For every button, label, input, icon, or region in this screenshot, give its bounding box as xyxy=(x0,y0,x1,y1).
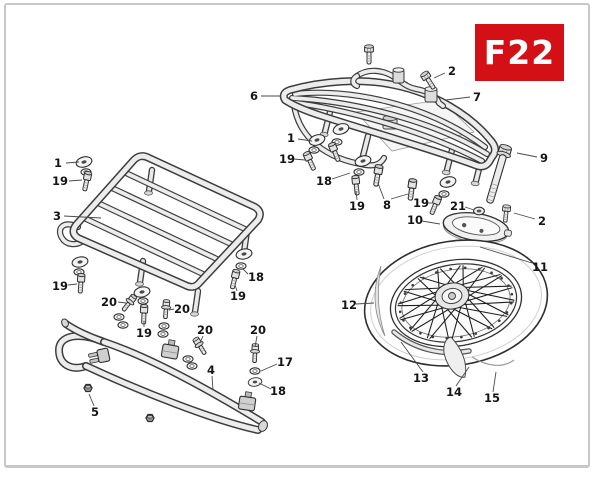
bar-end-cap xyxy=(258,420,268,432)
callout-6: 6 xyxy=(250,89,280,103)
callout-number: 18 xyxy=(270,384,286,398)
hub-cover-plate[interactable] xyxy=(441,209,514,248)
spoked-wheel-assembly[interactable] xyxy=(355,227,556,378)
tire-edge-detail xyxy=(471,356,515,366)
callout-number: 19 xyxy=(413,196,429,210)
cap-nut xyxy=(145,413,155,423)
callout-number: 18 xyxy=(248,270,264,284)
page-code-text: F22 xyxy=(483,33,556,72)
callout-9: 9 xyxy=(516,151,548,165)
callout-number: 14 xyxy=(446,385,462,399)
callout-10: 10 xyxy=(407,213,441,227)
callout-number: 20 xyxy=(101,295,117,309)
callout-17: 17 xyxy=(260,355,293,372)
callout-18: 18 xyxy=(258,382,286,398)
hub-nut xyxy=(473,206,485,216)
callout-number: 7 xyxy=(473,90,481,104)
callout-19: 19 xyxy=(413,196,433,210)
callout-12: 12 xyxy=(341,298,375,312)
callout-number: 6 xyxy=(250,89,258,103)
callout-7: 7 xyxy=(445,90,481,104)
callout-number: 20 xyxy=(174,302,190,316)
callout-2: 2 xyxy=(513,212,546,228)
long-hex-bolt[interactable] xyxy=(483,143,514,205)
rim-flap xyxy=(443,336,467,378)
callout-number: 17 xyxy=(277,355,293,369)
bar-clamp xyxy=(160,339,180,360)
callout-19: 19 xyxy=(230,284,246,303)
callout-number: 8 xyxy=(383,198,391,212)
callout-19: 19 xyxy=(52,279,78,293)
callout-number: 19 xyxy=(136,326,152,340)
callout-number: 1 xyxy=(54,156,62,170)
callout-3: 3 xyxy=(53,209,102,223)
hex-bolt xyxy=(364,44,374,65)
page-code-badge: F22 xyxy=(475,24,564,81)
callout-number: 3 xyxy=(53,209,61,223)
callout-1: 1 xyxy=(54,156,80,170)
callout-number: 13 xyxy=(413,371,429,385)
callout-number: 12 xyxy=(341,298,357,312)
callout-number: 1 xyxy=(287,131,295,145)
callout-8: 8 xyxy=(377,182,409,212)
callout-number: 2 xyxy=(448,64,456,78)
callout-number: 15 xyxy=(484,391,500,405)
rear-luggage-rack[interactable] xyxy=(56,152,264,316)
callout-number: 10 xyxy=(407,213,423,227)
callout-20: 20 xyxy=(250,323,266,348)
callout-15: 15 xyxy=(484,371,500,405)
callout-11: 11 xyxy=(479,246,548,274)
callout-14: 14 xyxy=(446,366,470,399)
callout-number: 5 xyxy=(91,405,99,419)
callout-19: 19 xyxy=(349,190,365,213)
callout-13: 13 xyxy=(400,341,429,385)
top-carrier-rack[interactable] xyxy=(279,77,499,186)
callout-5: 5 xyxy=(88,393,99,419)
callout-19: 19 xyxy=(52,174,83,188)
bar-foot-mount xyxy=(88,347,111,364)
callout-number: 4 xyxy=(207,363,215,377)
callout-2: 2 xyxy=(433,64,456,79)
tire-bead-opening xyxy=(374,265,386,337)
hex-bolt xyxy=(500,204,512,223)
crash-bar[interactable] xyxy=(55,318,269,434)
callout-20: 20 xyxy=(197,323,213,344)
callout-number: 19 xyxy=(52,279,68,293)
callout-number: 11 xyxy=(532,260,548,274)
callout-number: 19 xyxy=(230,289,246,303)
callout-18: 18 xyxy=(316,172,351,188)
callout-number: 20 xyxy=(250,323,266,337)
bar-end-cap xyxy=(61,318,69,328)
rack-leg xyxy=(191,291,199,316)
callout-number: 20 xyxy=(197,323,213,337)
callout-20: 20 xyxy=(168,302,190,316)
callout-number: 21 xyxy=(450,199,466,213)
support-bracket[interactable] xyxy=(350,67,447,110)
callout-number: 19 xyxy=(349,199,365,213)
callout-4: 4 xyxy=(207,363,215,391)
callout-number: 19 xyxy=(279,152,295,166)
callout-number: 18 xyxy=(316,174,332,188)
callout-number: 9 xyxy=(540,151,548,165)
callout-number: 2 xyxy=(538,214,546,228)
callout-18: 18 xyxy=(242,268,264,284)
callout-21: 21 xyxy=(450,199,475,213)
callout-20: 20 xyxy=(101,295,127,309)
cap-nut xyxy=(83,383,93,393)
callout-1: 1 xyxy=(287,131,313,145)
bar-clamp xyxy=(237,391,257,412)
callout-19: 19 xyxy=(136,321,152,340)
callout-number: 19 xyxy=(52,174,68,188)
callout-19: 19 xyxy=(279,152,306,166)
